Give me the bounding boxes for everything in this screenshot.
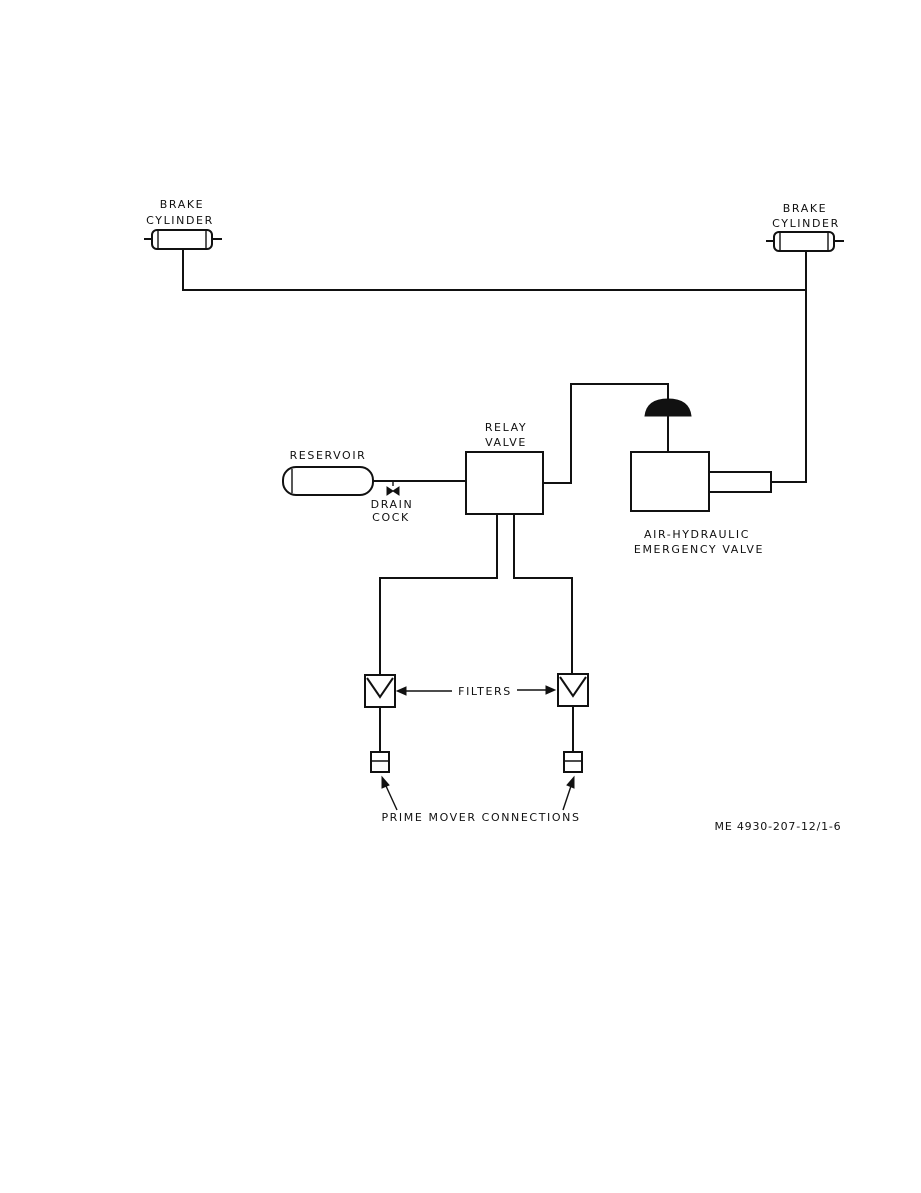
filter-right [557, 673, 589, 707]
emergency-valve-label-2: EMERGENCY VALVE [634, 543, 764, 556]
reservoir-label: RESERVOIR [290, 449, 367, 462]
reservoir [282, 466, 374, 496]
brake-cylinder-right-label-1: BRAKE [783, 202, 827, 215]
filter-left [364, 674, 396, 708]
brake-cylinder-right [766, 231, 844, 252]
air-hydraulic-emergency-valve [630, 451, 772, 512]
filters-label: FILTERS [458, 685, 512, 698]
emergency-valve-diaphragm [644, 398, 692, 452]
prime-mover-connections-label: PRIME MOVER CONNECTIONS [381, 811, 580, 824]
prime-mover-connection-right [563, 751, 583, 773]
relay-valve [465, 451, 544, 515]
brake-cylinder-left-label-2: CYLINDER [146, 214, 214, 227]
figure-id: ME 4930-207-12/1-6 [715, 820, 842, 833]
brake-line [182, 249, 807, 483]
drain-cock-label-1: DRAIN [371, 498, 414, 511]
supply-line-right [513, 514, 573, 675]
brake-cylinder-left [144, 229, 222, 250]
relay-valve-label-1: RELAY [485, 421, 527, 434]
prime-mover-callout-arrows [381, 775, 575, 811]
control-line [543, 383, 669, 484]
drain-cock-icon [386, 482, 400, 496]
drain-cock-label-2: COCK [372, 511, 410, 524]
supply-line-left [379, 514, 498, 675]
relay-valve-label-2: VALVE [485, 436, 527, 449]
brake-cylinder-left-label-1: BRAKE [160, 198, 204, 211]
brake-cylinder-right-label-2: CYLINDER [772, 217, 840, 230]
emergency-valve-label-1: AIR-HYDRAULIC [644, 528, 750, 541]
filters-callout-arrows [395, 685, 557, 696]
prime-mover-connection-left [370, 751, 390, 773]
